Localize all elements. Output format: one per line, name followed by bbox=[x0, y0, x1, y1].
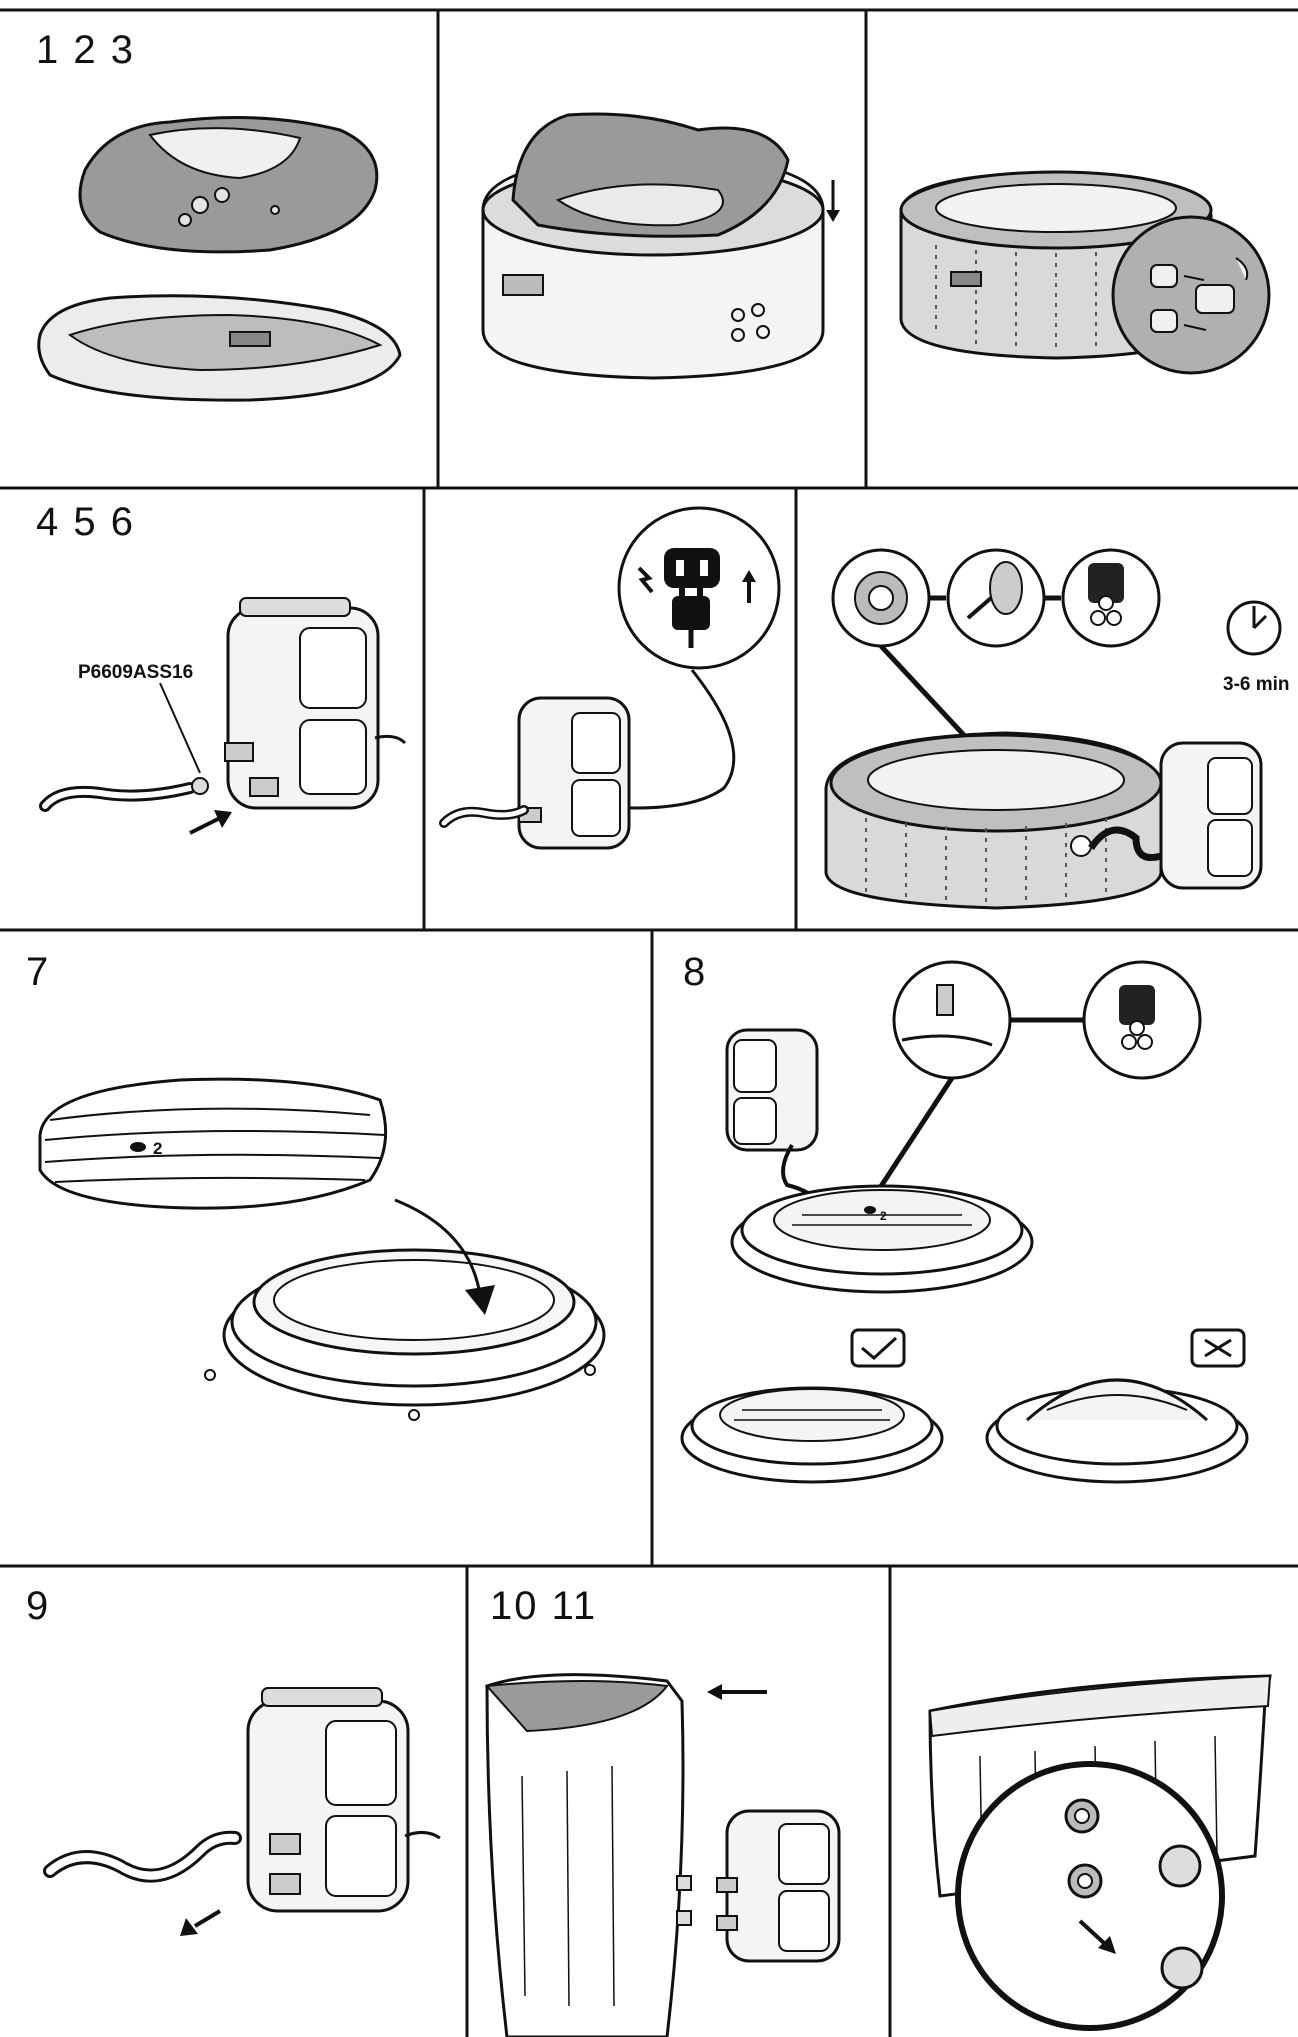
step-label-9: 9 bbox=[26, 1584, 51, 1628]
pump-icon bbox=[224, 597, 407, 810]
panel-plug-in bbox=[424, 488, 796, 930]
panel-lid-inflate: 2 bbox=[652, 930, 1298, 1566]
step-label-7: 7 bbox=[26, 950, 51, 994]
arrow-icon bbox=[180, 1909, 222, 1936]
step-label-4-5-6: 4 5 6 bbox=[36, 500, 135, 544]
cross-icon bbox=[1190, 1328, 1246, 1368]
panel-connect-hose bbox=[0, 488, 424, 930]
lid-marker-8: 2 bbox=[880, 1209, 887, 1223]
pump-icon bbox=[246, 1687, 441, 1913]
spa-shell-icon bbox=[824, 731, 1163, 910]
cover-lid-icon bbox=[38, 1077, 388, 1210]
step-label-10-11: 10 11 bbox=[490, 1584, 598, 1628]
pump-icon bbox=[1159, 741, 1263, 890]
hose-icon bbox=[43, 1830, 242, 1883]
panel-valves bbox=[866, 10, 1298, 488]
pump-icon bbox=[517, 696, 631, 850]
arrow-icon bbox=[707, 1684, 767, 1700]
valve-detail-icon bbox=[1111, 215, 1271, 375]
spa-shell-icon bbox=[481, 112, 825, 380]
step-label-8: 8 bbox=[683, 950, 708, 994]
part-number-label: P6609ASS16 bbox=[78, 662, 194, 683]
panel-close-valves bbox=[890, 1566, 1298, 2037]
panel-unpack bbox=[0, 10, 438, 488]
spa-shell-icon bbox=[680, 1386, 944, 1484]
panel-disconnect-hose bbox=[0, 1566, 467, 2037]
arrow-icon bbox=[1078, 1919, 1116, 1954]
spa-shell-icon bbox=[985, 1378, 1249, 1484]
lid-marker: 2 bbox=[153, 1139, 162, 1158]
panel-lid: 2 bbox=[0, 930, 652, 1566]
inflation-time-label: 3-6 min bbox=[1223, 674, 1290, 695]
arrow-icon bbox=[394, 1198, 495, 1315]
liner-icon bbox=[37, 294, 402, 402]
arrow-icon bbox=[189, 810, 232, 835]
panel-inflate bbox=[796, 488, 1298, 930]
arrow-icon bbox=[826, 180, 840, 222]
cover-icon bbox=[78, 116, 379, 254]
step-label-1-2-3: 1 2 3 bbox=[36, 28, 135, 72]
pump-icon bbox=[716, 1809, 841, 1963]
hose-icon bbox=[439, 805, 529, 828]
panel-remove-pump bbox=[467, 1566, 890, 2037]
panel-insert-liner bbox=[438, 10, 866, 488]
valve-detail-icon bbox=[955, 1761, 1225, 2031]
check-icon bbox=[850, 1328, 906, 1368]
plug-icon bbox=[617, 506, 781, 670]
spa-shell-icon bbox=[204, 1248, 606, 1421]
spa-wall-icon bbox=[484, 1673, 692, 2037]
timer-icon bbox=[1226, 600, 1282, 656]
spa-shell-icon bbox=[730, 1184, 1034, 1294]
pump-icon bbox=[725, 1028, 819, 1152]
hose-icon bbox=[39, 777, 209, 812]
